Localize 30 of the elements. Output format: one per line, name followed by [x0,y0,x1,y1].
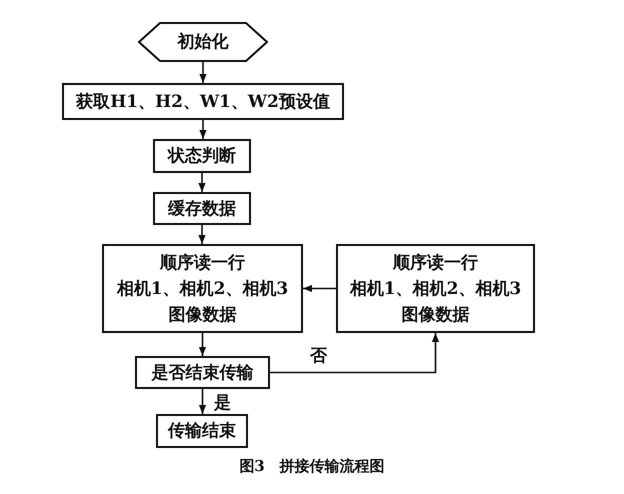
process-box [156,414,248,448]
process-box [153,192,251,225]
box-text: 状态判断 [168,145,236,168]
arrow [199,62,207,83]
edge-label: 否 [308,346,329,366]
box-text: 缓存数据 [168,198,236,220]
box-text: 获取H1、H2、W1、W2预设值 [76,90,330,114]
process-box [336,244,535,333]
box-text: 初始化 [178,31,228,54]
box-text: 传输结束 [168,420,236,443]
arrow [198,173,206,192]
arrow [303,284,336,292]
box-text: 顺序读一行 [393,252,478,274]
arrow [198,389,206,414]
process-box [62,83,344,120]
box-text: 是否结束传输 [152,362,254,384]
process-box [153,139,251,173]
caption: 图3 拼接传输流程图 [239,457,385,475]
box-text: 顺序读一行 [160,252,245,274]
process-box [102,244,303,333]
edge-label: 是 [212,393,233,413]
box-text: 相机1、相机2、相机3 [116,278,288,300]
arrow [270,333,440,374]
process-box [135,356,270,389]
arrow [199,120,207,139]
arrow [198,333,206,356]
box-text: 图像数据 [402,304,470,326]
box-text: 相机1、相机2、相机3 [350,278,522,300]
arrow [198,225,206,244]
box-text: 图像数据 [168,304,236,326]
